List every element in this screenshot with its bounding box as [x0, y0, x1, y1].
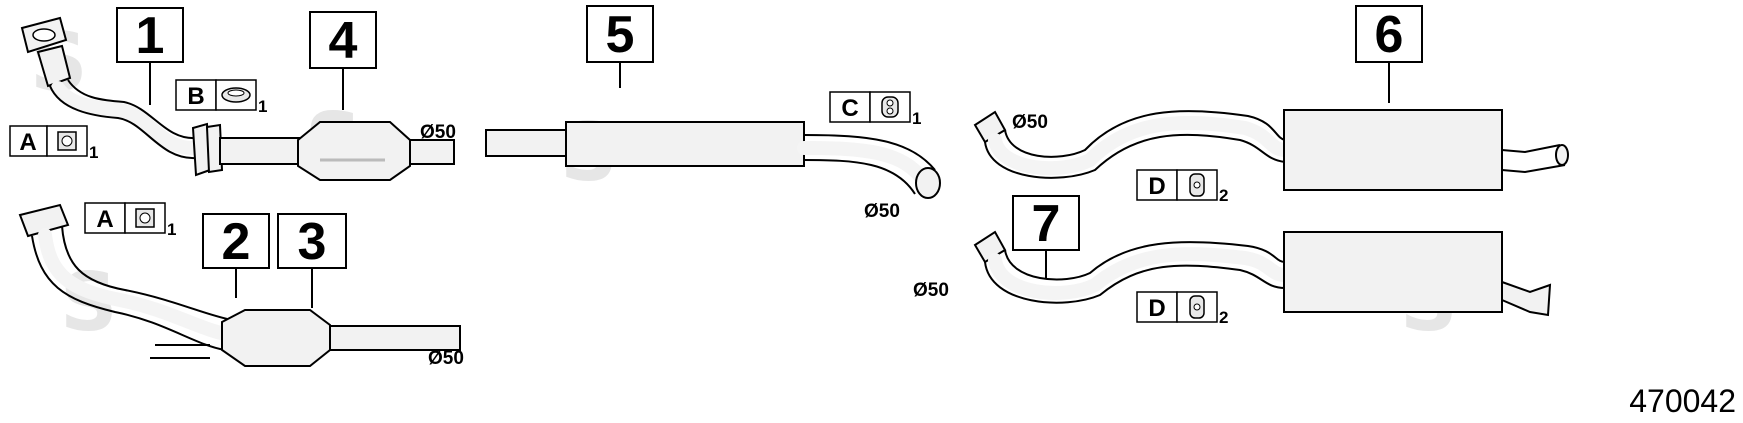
fitting-letter: C: [841, 95, 858, 122]
watermarks: S S S S S S: [30, 16, 1473, 349]
fitting-a-bottom: A 1: [84, 202, 176, 239]
fitting-qty: 1: [912, 109, 921, 128]
fitting-qty: 1: [89, 143, 98, 162]
part-2-3-front-pipe-converter: [18, 203, 461, 367]
callout-5: 5: [586, 5, 654, 64]
fitting-b: B 1: [175, 79, 267, 116]
callout-1: 1: [116, 7, 184, 65]
fitting-qty: 1: [258, 97, 267, 116]
callout-number: 7: [1032, 195, 1061, 253]
fitting-letter: A: [19, 129, 36, 156]
diameter-label: Ø50: [913, 280, 949, 301]
part-6-rear-silencer: [973, 109, 1569, 191]
callout-number: 5: [606, 6, 635, 64]
diameter-label: Ø50: [864, 201, 900, 222]
fitting-qty: 2: [1219, 308, 1228, 327]
part-1-front-pipe: [20, 16, 212, 177]
fitting-d-bottom: D 2: [1136, 291, 1228, 327]
callout-7: 7: [1012, 195, 1080, 253]
callout-number: 3: [298, 213, 327, 271]
diameter-label: Ø50: [1012, 112, 1048, 133]
fitting-letter: B: [187, 83, 204, 110]
fitting-qty: 2: [1219, 186, 1228, 205]
diameter-label: Ø50: [428, 348, 464, 369]
fitting-d-top: D 2: [1136, 169, 1228, 205]
drawing-code: 470042: [1629, 383, 1736, 419]
callout-number: 6: [1375, 6, 1404, 64]
fitting-a-top: A 1: [9, 125, 98, 162]
callout-number: 1: [136, 7, 165, 65]
callout-number: 2: [222, 213, 251, 271]
rubber-hanger-icon: [881, 96, 899, 118]
leader-lines: [149, 62, 1390, 308]
part-5-middle-silencer: [485, 121, 941, 199]
callout-6: 6: [1355, 5, 1423, 64]
fitting-qty: 1: [167, 220, 176, 239]
fitting-letter: A: [96, 206, 113, 233]
fitting-letter: D: [1148, 173, 1165, 200]
fitting-letter: D: [1148, 295, 1165, 322]
part-4-catalytic-converter: [205, 121, 455, 181]
callout-4: 4: [309, 11, 377, 70]
manifold-flange: [18, 203, 70, 238]
callout-3: 3: [277, 213, 347, 271]
fitting-c: C 1: [829, 91, 921, 128]
part-7-rear-silencer: [973, 230, 1552, 317]
callout-2: 2: [202, 213, 270, 271]
callout-number: 4: [329, 12, 358, 70]
diameter-label: Ø50: [420, 122, 456, 143]
